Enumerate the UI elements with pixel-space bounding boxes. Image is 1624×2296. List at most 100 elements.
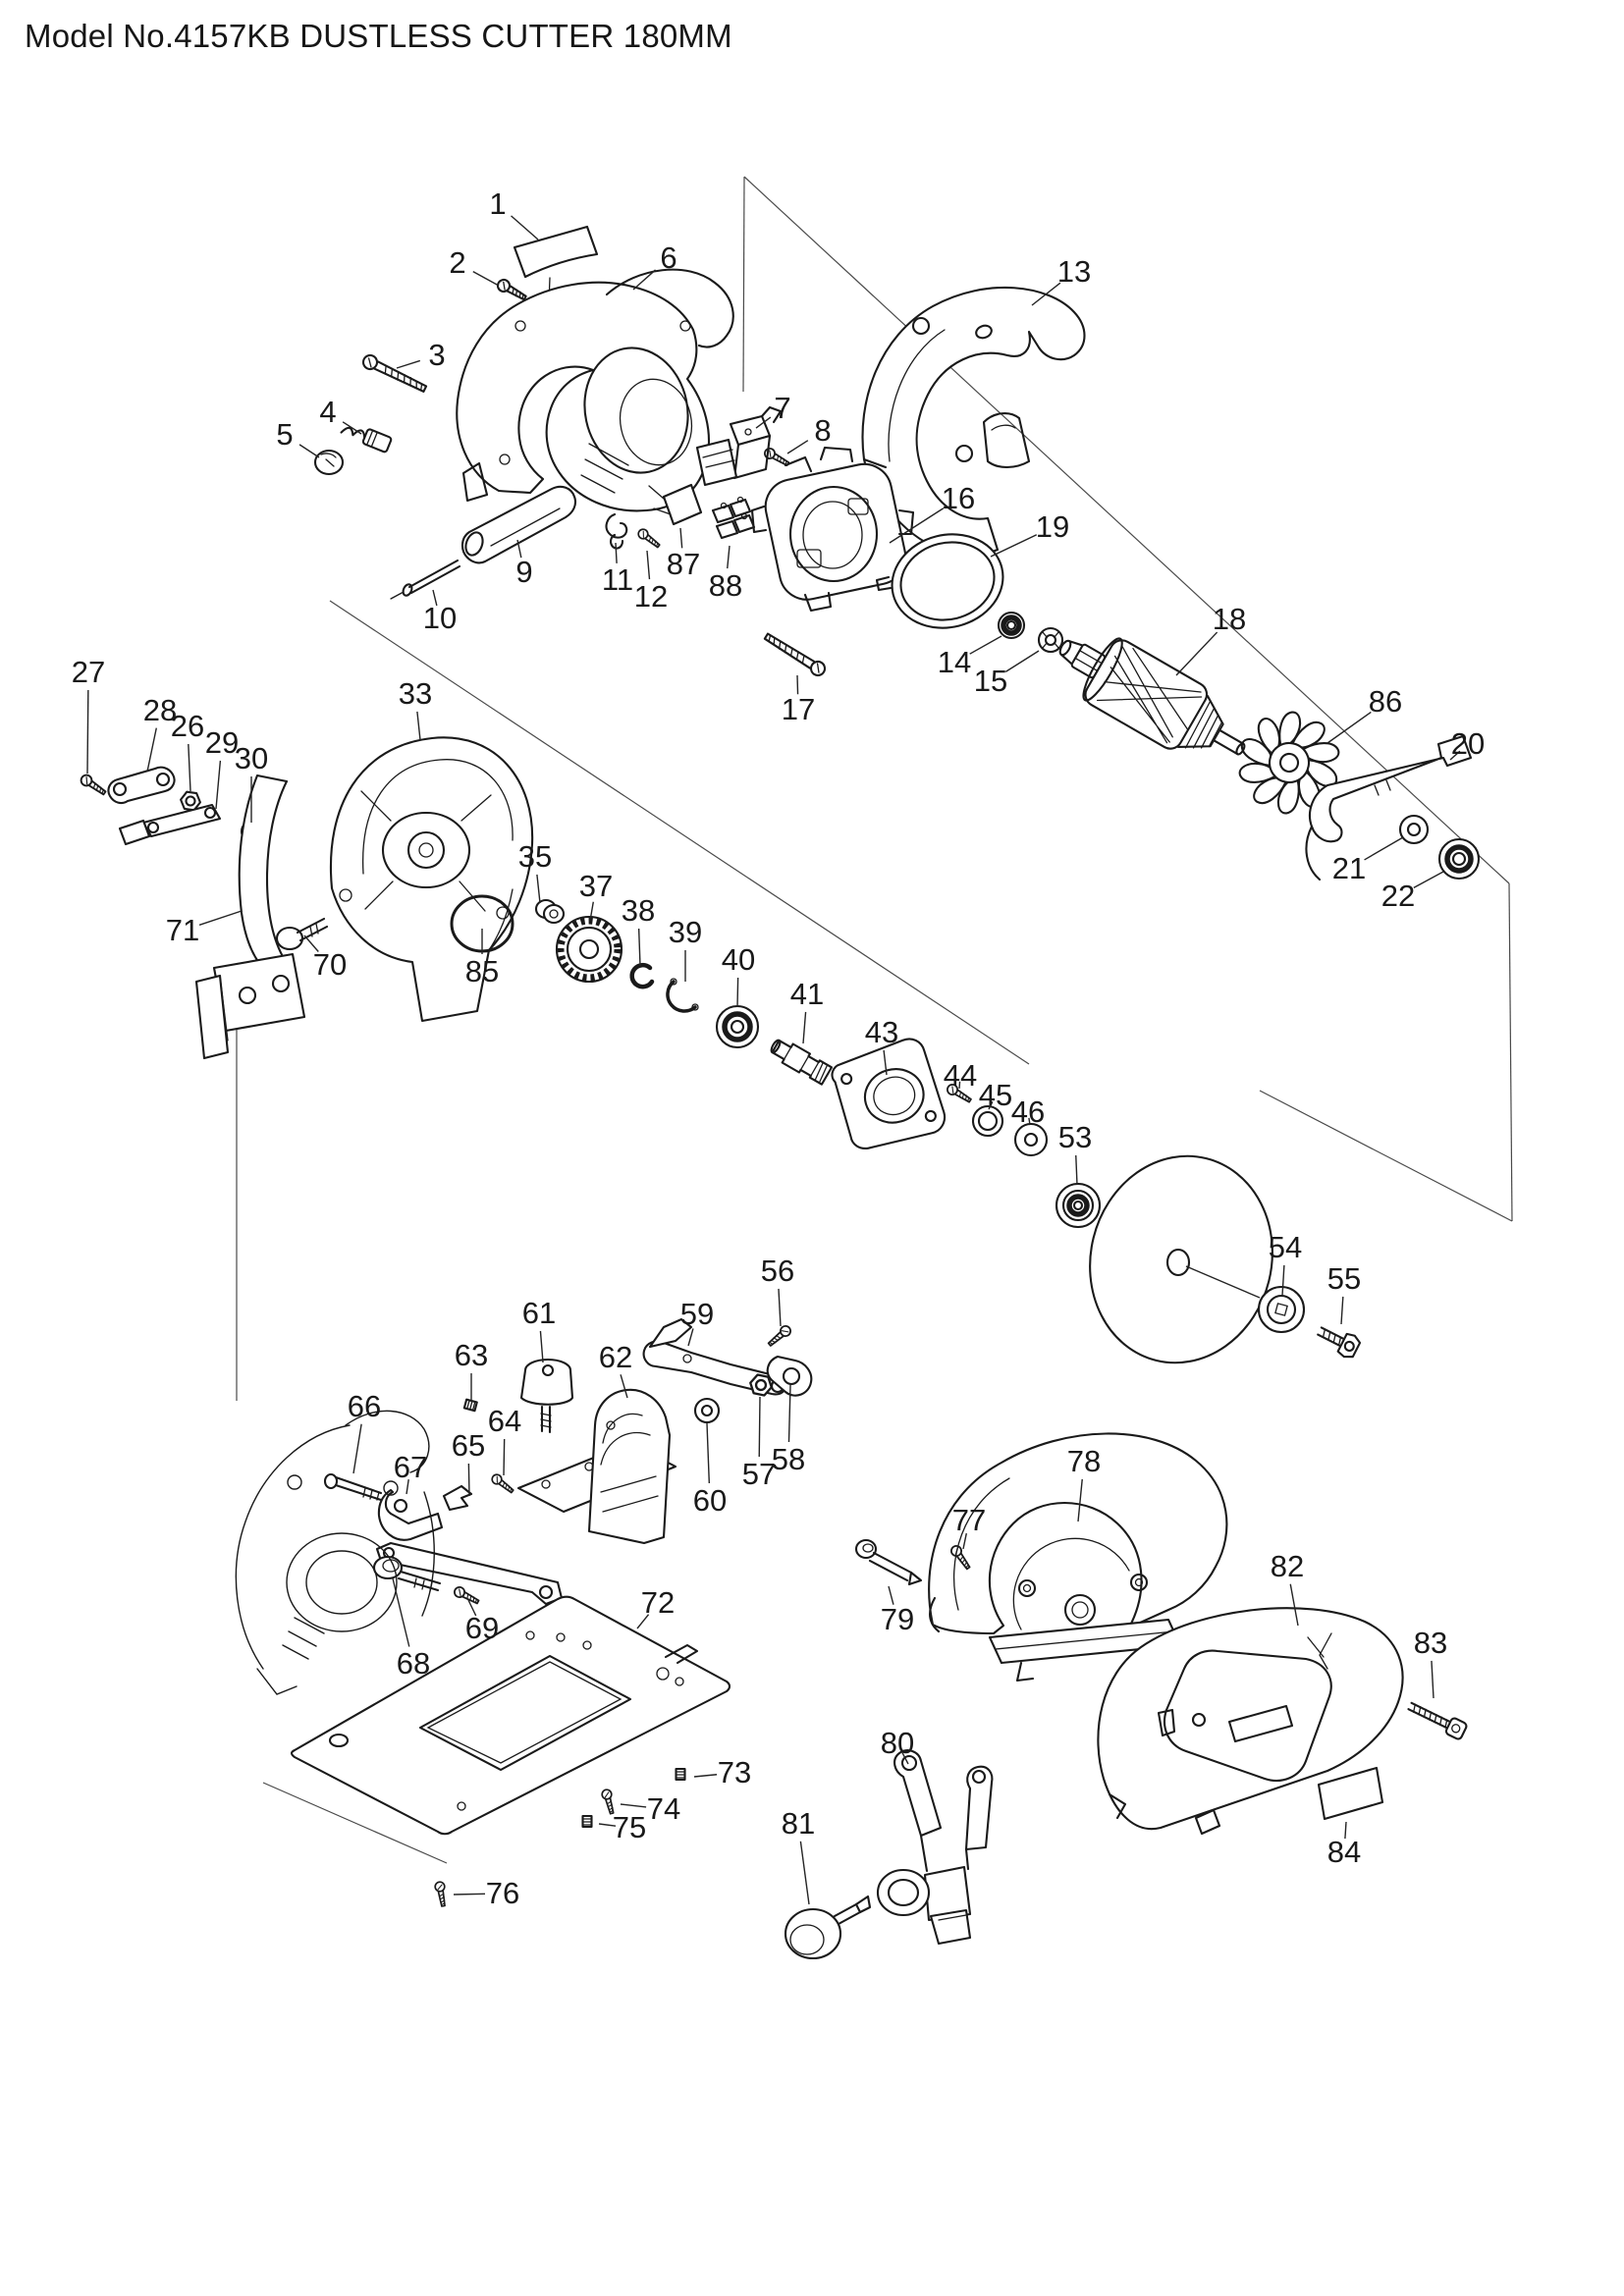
leader-line-29 bbox=[215, 760, 222, 810]
leader-line-73 bbox=[693, 1774, 718, 1778]
part-label-5: 5 bbox=[276, 417, 293, 452]
leader-line-59 bbox=[687, 1328, 694, 1347]
part-20-lever bbox=[1305, 734, 1473, 881]
part-label-38: 38 bbox=[622, 893, 655, 928]
part-label-72: 72 bbox=[641, 1585, 675, 1620]
part-37-gear bbox=[555, 915, 623, 984]
leader-line-3 bbox=[396, 359, 421, 369]
leader-line-60 bbox=[706, 1422, 711, 1484]
leader-line-54 bbox=[1281, 1264, 1285, 1297]
part-14-bearing bbox=[997, 611, 1026, 640]
part-label-53: 53 bbox=[1058, 1120, 1092, 1154]
part-67-bracket bbox=[377, 1488, 444, 1541]
part-54-outer-flange bbox=[1257, 1285, 1306, 1334]
part-label-75: 75 bbox=[613, 1810, 646, 1844]
part-label-60: 60 bbox=[693, 1483, 727, 1518]
leader-line-27 bbox=[86, 689, 89, 774]
part-label-14: 14 bbox=[938, 645, 971, 679]
part-label-46: 46 bbox=[1011, 1095, 1045, 1129]
part-label-21: 21 bbox=[1332, 851, 1366, 885]
part-label-39: 39 bbox=[669, 915, 702, 949]
leader-line-64 bbox=[503, 1438, 506, 1476]
leader-line-72 bbox=[636, 1614, 650, 1629]
part-label-27: 27 bbox=[72, 655, 105, 689]
part-58-pivot-plate bbox=[766, 1355, 813, 1397]
part-86-fan bbox=[1235, 709, 1343, 817]
part-6-saw-housing bbox=[456, 268, 734, 512]
part-80-dust-nozzle-bracket bbox=[876, 1749, 994, 1946]
part-label-4: 4 bbox=[319, 395, 336, 429]
saw-blade bbox=[1089, 1154, 1273, 1364]
part-79-pin bbox=[854, 1538, 923, 1586]
part-19-ring bbox=[875, 533, 1004, 629]
part-9-cord-guard bbox=[460, 485, 577, 564]
part-17-screw bbox=[761, 629, 829, 679]
part-label-28: 28 bbox=[143, 693, 177, 727]
leader-line-62 bbox=[620, 1374, 628, 1399]
part-label-81: 81 bbox=[782, 1806, 815, 1841]
part-label-56: 56 bbox=[761, 1254, 794, 1288]
part-83-bolt bbox=[1407, 1701, 1468, 1740]
part-40-bearing bbox=[715, 1004, 760, 1049]
leader-line-28 bbox=[146, 727, 157, 773]
part-label-64: 64 bbox=[488, 1404, 521, 1438]
leader-line-38 bbox=[637, 928, 641, 967]
part-label-88: 88 bbox=[709, 568, 742, 603]
leader-line-74 bbox=[620, 1803, 647, 1808]
leader-line-58 bbox=[787, 1384, 791, 1443]
part-81-knob bbox=[784, 1895, 872, 1960]
part-label-71: 71 bbox=[166, 913, 199, 947]
leader-line-67 bbox=[406, 1479, 409, 1495]
frame-lines bbox=[236, 176, 1513, 1864]
leader-line-12 bbox=[646, 550, 651, 580]
page-title: Model No.4157KB DUSTLESS CUTTER 180MM bbox=[25, 18, 732, 54]
part-75-set-screw bbox=[581, 1814, 593, 1829]
part-label-76: 76 bbox=[486, 1876, 519, 1910]
part-label-7: 7 bbox=[774, 391, 790, 425]
part-27-screw bbox=[78, 772, 109, 799]
part-60-washer bbox=[693, 1397, 721, 1424]
leader-line-8 bbox=[786, 440, 809, 454]
leader-line-57 bbox=[758, 1396, 761, 1458]
part-label-26: 26 bbox=[171, 709, 204, 743]
leader-line-37 bbox=[589, 901, 594, 922]
part-29-lever-link bbox=[118, 803, 222, 846]
part-label-18: 18 bbox=[1213, 602, 1246, 636]
leader-line-45 bbox=[988, 1100, 994, 1110]
part-label-19: 19 bbox=[1036, 509, 1069, 544]
part-84-label bbox=[1317, 1766, 1384, 1821]
part-label-73: 73 bbox=[718, 1755, 751, 1789]
part-12-screw bbox=[635, 526, 663, 551]
part-15-washer bbox=[1037, 626, 1064, 654]
leader-line-87 bbox=[679, 527, 683, 549]
part-label-15: 15 bbox=[974, 664, 1007, 698]
part-87-capacitor bbox=[648, 483, 703, 526]
part-label-69: 69 bbox=[465, 1611, 499, 1645]
part-69-screw bbox=[452, 1584, 482, 1608]
part-66-pin bbox=[323, 1472, 383, 1502]
part-label-8: 8 bbox=[814, 413, 831, 448]
part-88-terminal-block bbox=[711, 496, 756, 540]
leader-line-86 bbox=[1326, 711, 1372, 744]
part-21-washer bbox=[1398, 814, 1430, 845]
part-label-77: 77 bbox=[952, 1503, 986, 1537]
leader-line-78 bbox=[1077, 1478, 1083, 1522]
leader-line-1 bbox=[511, 215, 539, 240]
part-label-35: 35 bbox=[518, 839, 552, 874]
part-label-68: 68 bbox=[397, 1646, 430, 1681]
part-label-87: 87 bbox=[667, 547, 700, 581]
part-61-clamp-knob bbox=[519, 1358, 574, 1434]
part-33-safety-cover bbox=[329, 736, 534, 1023]
part-64-screw bbox=[489, 1471, 516, 1496]
leader-line-21 bbox=[1364, 836, 1404, 861]
leader-line-4 bbox=[342, 421, 362, 435]
part-label-9: 9 bbox=[515, 555, 532, 589]
part-label-79: 79 bbox=[881, 1602, 914, 1636]
part-16-motor-housing bbox=[750, 446, 915, 613]
leader-line-77 bbox=[962, 1532, 967, 1550]
part-4-stopper-pin bbox=[340, 426, 393, 454]
part-label-70: 70 bbox=[313, 947, 347, 982]
leader-line-61 bbox=[539, 1330, 544, 1363]
leader-line-33 bbox=[416, 711, 421, 741]
